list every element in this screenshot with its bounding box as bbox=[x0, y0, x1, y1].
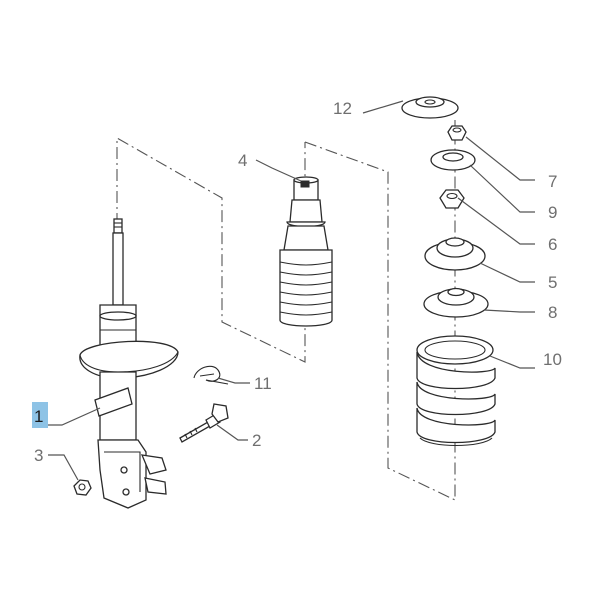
bolt[interactable] bbox=[179, 403, 229, 443]
callout-4[interactable]: 4 bbox=[238, 151, 247, 170]
selected-callout-highlight bbox=[32, 402, 48, 428]
callout-8[interactable]: 8 bbox=[548, 303, 557, 322]
nut[interactable] bbox=[73, 479, 92, 496]
strut-top-mount[interactable] bbox=[424, 237, 486, 271]
callout-labels: 1 2 3 4 5 6 7 8 9 10 11 12 bbox=[32, 99, 562, 465]
upper-spring-seat[interactable] bbox=[423, 287, 489, 318]
strut-nut[interactable] bbox=[439, 189, 465, 209]
top-cap[interactable] bbox=[401, 96, 459, 119]
callout-10[interactable]: 10 bbox=[543, 350, 562, 369]
callout-3[interactable]: 3 bbox=[34, 446, 43, 465]
callout-2[interactable]: 2 bbox=[252, 431, 261, 450]
spring-clip[interactable] bbox=[193, 365, 229, 385]
callout-11[interactable]: 11 bbox=[254, 374, 272, 393]
callout-12[interactable]: 12 bbox=[333, 99, 352, 118]
leader-lines bbox=[48, 100, 535, 481]
washer[interactable] bbox=[430, 149, 476, 171]
shock-absorber-strut[interactable] bbox=[79, 218, 179, 509]
callout-9[interactable]: 9 bbox=[548, 203, 557, 222]
bump-stop-dust-boot[interactable] bbox=[279, 176, 333, 327]
callout-1[interactable]: 1 bbox=[34, 407, 43, 426]
top-nut[interactable] bbox=[447, 125, 467, 141]
callout-6[interactable]: 6 bbox=[548, 235, 557, 254]
coil-spring[interactable] bbox=[416, 335, 496, 446]
callout-5[interactable]: 5 bbox=[548, 273, 557, 292]
callout-7[interactable]: 7 bbox=[548, 172, 557, 191]
